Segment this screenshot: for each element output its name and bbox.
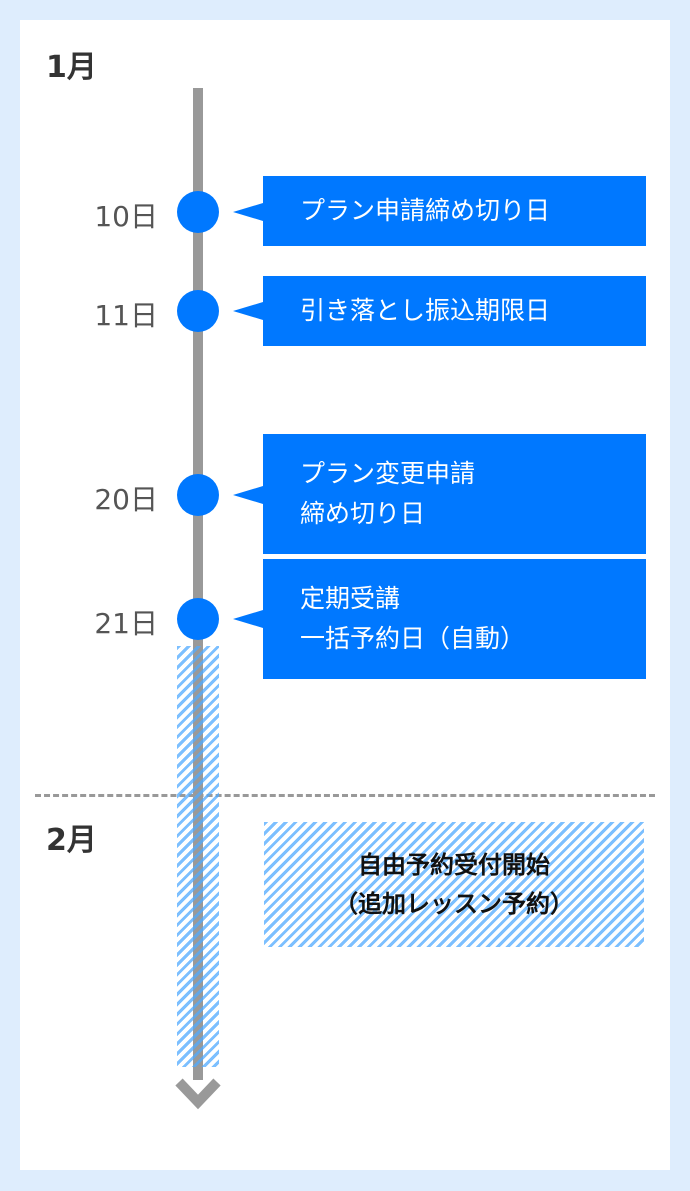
event-label: 引き落とし振込期限日 [300, 296, 551, 325]
event-day: 21日 [94, 607, 158, 640]
event-dot [177, 191, 219, 233]
free-booking-period [177, 646, 219, 1067]
free-booking-box: 自由予約受付開始 （追加レッスン予約） [264, 822, 644, 947]
month-january: 1月 [46, 50, 97, 85]
event-label: プラン変更申請 [300, 459, 476, 488]
event-box: プラン変更申請締め切り日 [263, 434, 646, 554]
event-label: 一括予約日（自動） [300, 624, 526, 653]
month-divider [35, 794, 655, 797]
event-day: 10日 [94, 200, 158, 233]
callout-pointer [233, 302, 263, 320]
timeline-line [193, 88, 203, 1080]
free-booking-subtitle: （追加レッスン予約） [334, 889, 574, 918]
callout-pointer [233, 486, 263, 504]
event-box: 引き落とし振込期限日 [263, 276, 646, 346]
event-box: 定期受講一括予約日（自動） [263, 559, 646, 679]
arrow-down-icon [175, 1078, 221, 1110]
event-label: 締め切り日 [300, 499, 426, 528]
event-label: プラン申請締め切り日 [300, 196, 551, 225]
callout-pointer [233, 203, 263, 221]
event-dot [177, 598, 219, 640]
callout-pointer [233, 610, 263, 628]
event-label: 定期受講 [300, 584, 401, 613]
event-dot [177, 290, 219, 332]
event-dot [177, 474, 219, 516]
event-day: 11日 [94, 299, 158, 332]
free-booking-title: 自由予約受付開始 [358, 851, 550, 880]
event-box: プラン申請締め切り日 [263, 176, 646, 246]
month-february: 2月 [46, 823, 97, 858]
event-day: 20日 [94, 483, 158, 516]
